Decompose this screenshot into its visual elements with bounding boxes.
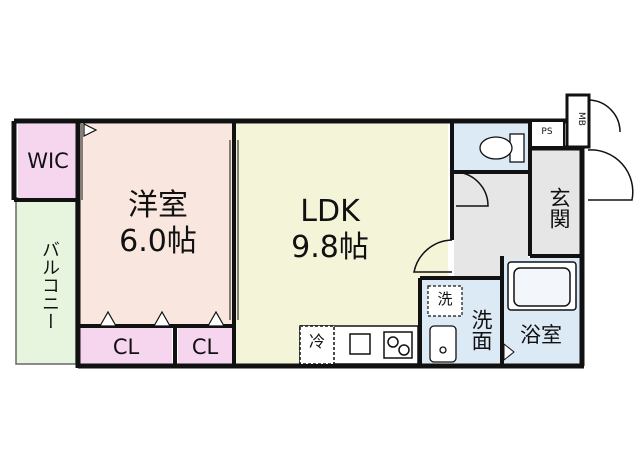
sliding-partitions [81,124,239,320]
ps-box [529,120,565,148]
doors [413,99,634,273]
entrance-floor [532,150,580,256]
balcony-floor [15,197,77,365]
bedroom-name: 洋室 [128,188,188,223]
wic-label: WIC [27,149,69,173]
closet-markers [83,123,226,327]
bathroom-label: 浴室 [520,323,562,347]
ldk-floor [236,124,448,364]
bath-door-marker [503,342,515,362]
wash-basin [429,325,457,363]
toilet-fixture [479,133,525,163]
closet-1-floor [80,328,172,364]
closet-2-floor [178,328,232,364]
wic-floor [18,124,76,198]
bedroom-size: 6.0帖 [119,224,197,259]
ldk-name: LDK [300,194,360,229]
closet-1-label: CL [112,335,140,359]
fridge-label: 冷 [308,332,325,351]
mb-box [565,93,591,149]
entrance-label: 玄関 [547,187,571,229]
washer-box [427,285,463,317]
kitchen-counter [299,325,419,365]
ps-label: PS [541,127,553,137]
balcony-label: バルコニー [39,240,60,330]
ldk-size: 9.8帖 [291,230,369,265]
mb-label: MB [576,112,586,126]
washer-label: 洗 [437,290,453,308]
bathtub [507,261,577,311]
closet-2-label: CL [191,335,219,359]
washroom-label: 洗面 [469,309,493,351]
bedroom-floor [80,124,232,326]
